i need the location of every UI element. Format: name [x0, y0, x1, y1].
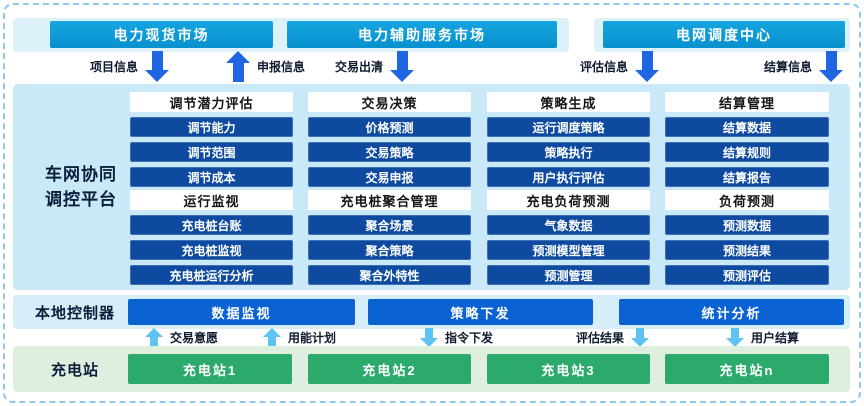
arrow-down-icon [420, 328, 438, 347]
flow-label: 申报信息 [257, 59, 306, 74]
module-charging-load-forecast: 充电负荷预测 气象数据 预测模型管理 预测管理 [487, 190, 650, 285]
flow-user-settlement: 用户结算 [726, 328, 799, 347]
module-load-forecast: 负荷预测 预测数据 预测结果 预测评估 [665, 190, 829, 285]
module-item: 结算数据 [665, 117, 829, 137]
controller-box-strategy-dispatch: 策略下发 [368, 299, 593, 325]
flow-declaration-info: 申报信息 [226, 50, 305, 82]
station-box-3: 充电站3 [487, 354, 650, 384]
flow-label: 用能计划 [288, 331, 337, 345]
arrow-down-icon [635, 50, 660, 82]
module-item: 交易申报 [308, 167, 471, 187]
module-title: 策略生成 [487, 92, 650, 112]
flow-evaluation-result: 评估结果 [576, 328, 650, 347]
station-box-n: 充电站n [665, 354, 829, 384]
module-item: 聚合策略 [308, 240, 471, 260]
module-item: 预测评估 [665, 265, 829, 285]
module-title: 调节潜力评估 [130, 92, 293, 112]
charging-station-band: 充电站 充电站1 充电站2 充电站3 充电站n [13, 346, 850, 392]
module-item: 调节范围 [130, 142, 293, 162]
arrow-up-icon [145, 328, 163, 347]
flow-command-dispatch: 指令下发 [420, 328, 493, 347]
station-box-1: 充电站1 [128, 354, 292, 384]
flow-label: 用户结算 [751, 331, 800, 345]
arrow-down-icon [819, 50, 844, 82]
module-item: 策略执行 [487, 142, 650, 162]
flow-evaluation-info: 评估信息 [580, 50, 660, 82]
module-trade-decision: 交易决策 价格预测 交易策略 交易申报 [308, 92, 471, 187]
arrow-down-icon [145, 50, 170, 82]
flow-trade-willingness: 交易意愿 [145, 328, 218, 347]
market-ancillary-services: 电力辅助服务市场 [287, 21, 557, 48]
module-item: 充电桩台账 [130, 215, 293, 235]
flow-label: 交易意愿 [170, 331, 219, 345]
flow-energy-plan: 用能计划 [263, 328, 336, 347]
arrow-down-icon [631, 328, 650, 347]
platform-title-line2: 调控平台 [45, 190, 117, 209]
module-item: 充电桩监视 [130, 240, 293, 260]
arrow-down-icon [726, 328, 744, 347]
flow-label: 评估信息 [580, 59, 629, 74]
controller-box-data-monitor: 数据监视 [128, 299, 355, 325]
module-item: 结算报告 [665, 167, 829, 187]
module-item: 调节成本 [130, 167, 293, 187]
local-controller-label: 本地控制器 [34, 304, 115, 322]
module-title: 运行监视 [130, 190, 293, 210]
module-operation-monitor: 运行监视 充电桩台账 充电桩监视 充电桩运行分析 [130, 190, 293, 285]
flow-label: 指令下发 [445, 331, 494, 345]
module-title: 充电负荷预测 [487, 190, 650, 210]
platform-title-line1: 车网协同 [45, 164, 117, 184]
module-item: 用户执行评估 [487, 167, 650, 187]
flow-project-info: 项目信息 [90, 50, 170, 82]
module-item: 交易策略 [308, 142, 471, 162]
market-spot: 电力现货市场 [50, 21, 273, 48]
module-title: 交易决策 [308, 92, 471, 112]
module-item: 结算规则 [665, 142, 829, 162]
flow-label: 项目信息 [90, 59, 139, 74]
market-grid-dispatch-center: 电网调度中心 [603, 21, 845, 48]
flow-label: 结算信息 [764, 59, 813, 74]
platform-title: 车网协同 调控平台 [31, 84, 131, 290]
module-title: 负荷预测 [665, 190, 829, 210]
flow-trade-clearing: 交易出清 [335, 50, 415, 82]
arrow-up-icon [226, 50, 250, 82]
platform-area: 车网协同 调控平台 调节潜力评估 调节能力 调节范围 调节成本 交易决策 价格预… [13, 84, 850, 290]
module-item: 预测管理 [487, 265, 650, 285]
module-strategy-generation: 策略生成 运行调度策略 策略执行 用户执行评估 [487, 92, 650, 187]
module-title: 结算管理 [665, 92, 829, 112]
local-controller-band: 本地控制器 数据监视 策略下发 统计分析 [13, 295, 850, 329]
module-item: 预测数据 [665, 215, 829, 235]
arrow-down-icon [390, 50, 415, 82]
module-adjust-potential-eval: 调节潜力评估 调节能力 调节范围 调节成本 [130, 92, 293, 187]
flow-label: 评估结果 [576, 331, 625, 345]
controller-box-statistics: 统计分析 [619, 299, 844, 325]
module-item: 聚合场景 [308, 215, 471, 235]
module-item: 聚合外特性 [308, 265, 471, 285]
module-pile-aggregation: 充电桩聚合管理 聚合场景 聚合策略 聚合外特性 [308, 190, 471, 285]
charging-station-label: 充电站 [50, 361, 99, 379]
module-title: 充电桩聚合管理 [308, 190, 471, 210]
arrow-up-icon [263, 328, 281, 347]
module-item: 调节能力 [130, 117, 293, 137]
module-item: 预测结果 [665, 240, 829, 260]
module-item: 价格预测 [308, 117, 471, 137]
module-item: 充电桩运行分析 [130, 265, 293, 285]
module-item: 预测模型管理 [487, 240, 650, 260]
module-item: 运行调度策略 [487, 117, 650, 137]
station-box-2: 充电站2 [308, 354, 471, 384]
module-settlement-mgmt: 结算管理 结算数据 结算规则 结算报告 [665, 92, 829, 187]
module-item: 气象数据 [487, 215, 650, 235]
flow-settlement-info: 结算信息 [764, 50, 844, 82]
flow-label: 交易出清 [335, 59, 384, 74]
